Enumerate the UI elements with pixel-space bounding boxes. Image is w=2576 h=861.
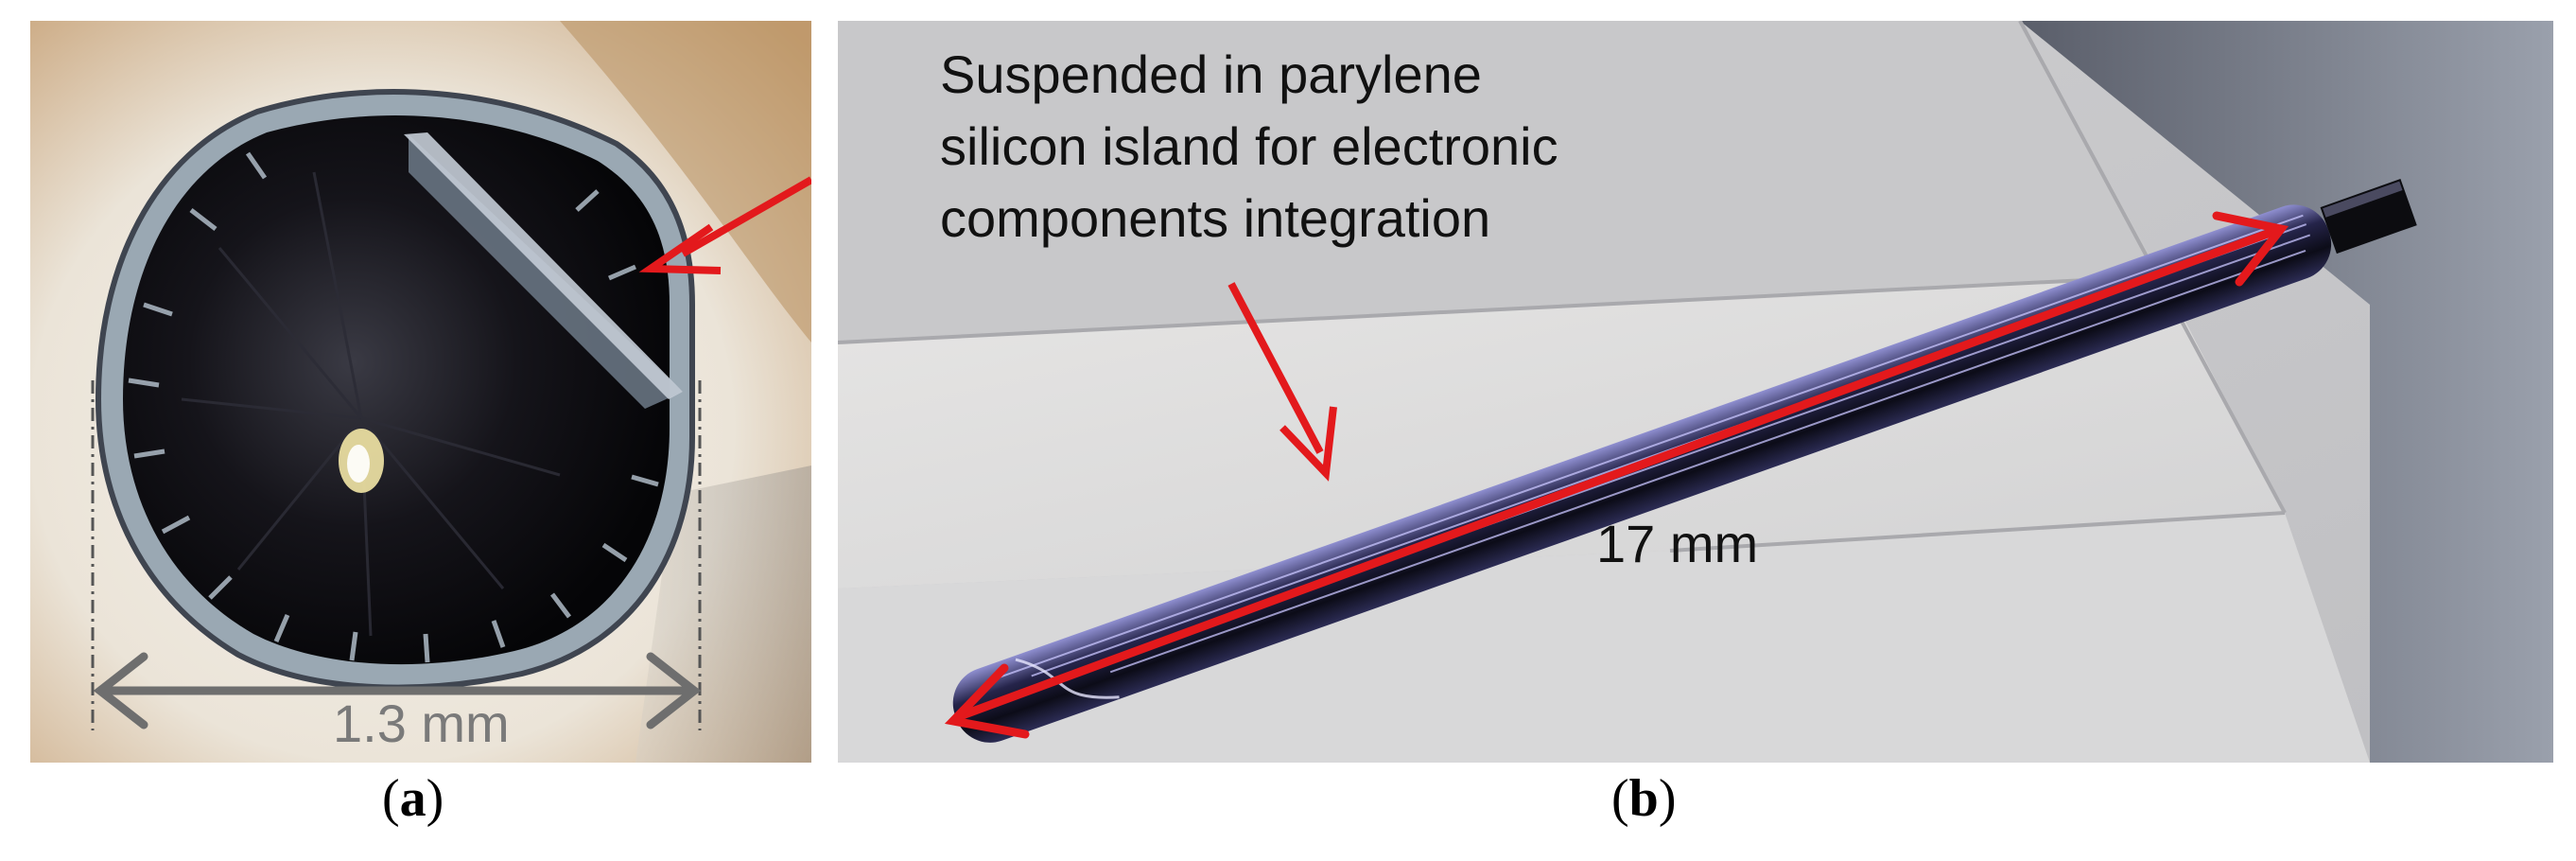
subfigure-label-b: (b) <box>1611 769 1677 828</box>
scale-arrow-b <box>944 211 2289 739</box>
annotation-line-3: components integration <box>940 188 1490 248</box>
annotation-arrow-a <box>638 176 811 274</box>
scale-text-a: 1.3 mm <box>333 694 510 753</box>
annotation-line-2: silicon island for electronic <box>940 116 1558 176</box>
scale-reference-lines <box>91 380 702 730</box>
photo-b-illustration: Suspended in parylene silicon island for… <box>838 21 2553 763</box>
annotation-line-1: Suspended in parylene <box>940 44 1482 104</box>
annotation-arrow-b <box>1227 282 1337 482</box>
scale-arrow-a <box>93 652 702 729</box>
photo-panel-b: Suspended in parylene silicon island for… <box>838 21 2553 763</box>
photo-panel-a: 1.3 mm <box>30 21 811 763</box>
photo-a-illustration: 1.3 mm <box>30 21 811 763</box>
scale-text-b: 17 mm <box>1596 514 1758 573</box>
subfigure-label-a: (a) <box>382 769 444 828</box>
ring-segments <box>128 151 659 663</box>
